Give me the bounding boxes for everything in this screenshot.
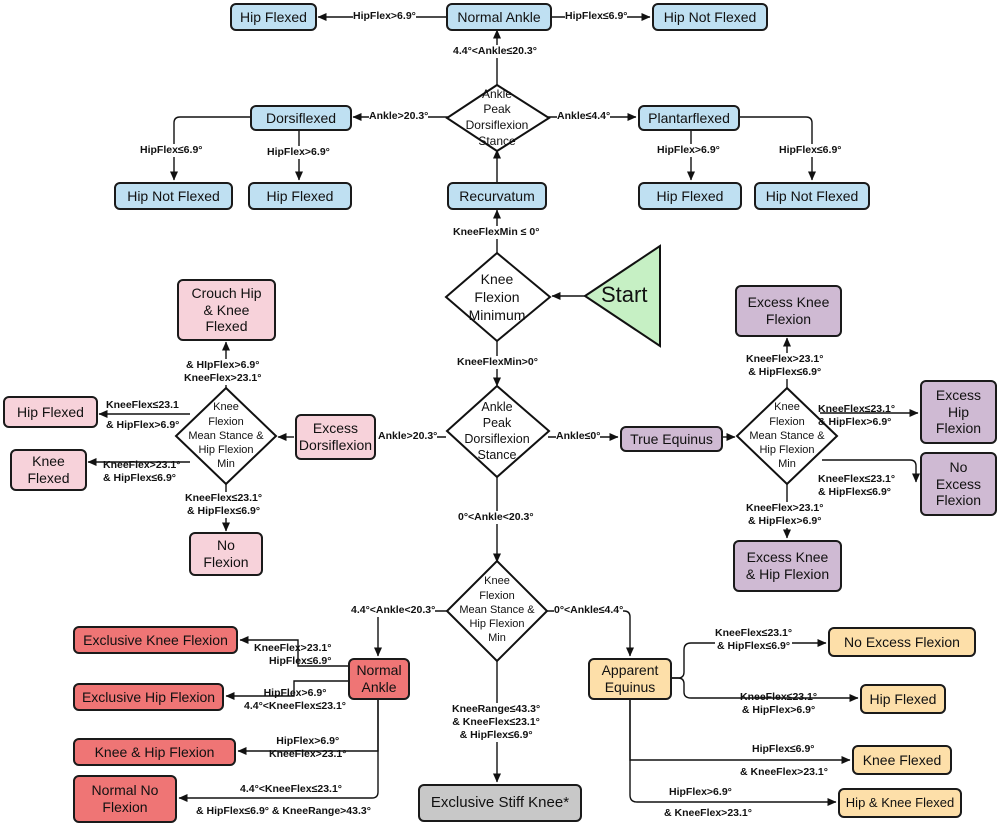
edge-ankle-le-0: Ankle≤0° (556, 430, 601, 444)
hip-flexed-peach-box: Hip Flexed (860, 684, 946, 714)
edge-excl-knee-cond: KneeFlex>23.1° HipFlex≤6.9° (254, 642, 332, 668)
edge-kneeflexmin-le-0: KneeFlexMin ≤ 0° (453, 226, 540, 240)
excess-knee-hip-flexion-box: Excess Knee & Hip Flexion (733, 540, 842, 592)
edge-hipflex-gt-top: HipFlex>6.9° (353, 10, 416, 24)
edge-hipflex-gt-plantar: HipFlex>6.9° (657, 144, 720, 158)
knee-hip-flexion-red-box: Knee & Hip Flexion (73, 738, 236, 766)
edge-hip-flexed-peach-cond: KneeFlex≤23.1° & HipFlex>6.9° (740, 691, 818, 717)
edge-hip-knee-peach-cond-1: HipFlex>6.9° (669, 786, 732, 800)
normal-ankle-red-box: Normal Ankle (348, 658, 410, 700)
edge-knee-flexed-peach-cond-2: & KneeFlex>23.1° (740, 766, 828, 780)
start-triangle (583, 244, 661, 348)
edge-hipflex-le-plantar: HipFlex≤6.9° (779, 144, 842, 158)
edge-ankle-gt-20-mid: Ankle>20.3° (378, 430, 438, 444)
ankle-mid-label: Ankle Peak Dorsiflexion Stance (464, 399, 530, 463)
edge-stiff-knee-cond: KneeRange≤43.3° & KneeFlex≤23.1° & HipFl… (452, 703, 541, 743)
edge-knee-flexed-peach-cond-1: HipFlex≤6.9° (752, 743, 815, 757)
hip-not-flexed-top-right-box: Hip Not Flexed (652, 3, 768, 31)
excess-knee-flexion-box: Excess Knee Flexion (735, 285, 842, 337)
hip-flexed-row2-right-box: Hip Flexed (638, 182, 742, 210)
hip-flexed-top-left-box: Hip Flexed (230, 3, 317, 31)
kfh-left-diamond (174, 386, 278, 486)
edge-hip-flexed-pink-cond: KneeFlex≤23.1 & HipFlex>6.9° (106, 399, 180, 431)
true-equinus-box: True Equinus (620, 426, 723, 452)
edge-ankle-44-20-bottom: 4.4°<Ankle<20.3° (351, 604, 436, 618)
edge-ankle-0-44: 0°<Ankle≤4.4° (554, 604, 624, 618)
excess-hip-flexion-box: Excess Hip Flexion (920, 380, 997, 444)
edge-hipflex-le-top: HipFlex≤6.9° (565, 10, 628, 24)
edge-excess-hip-cond: KneeFlex≤23.1° & HipFlex>6.9° (818, 403, 896, 429)
hip-flexed-pink-box: Hip Flexed (3, 396, 98, 428)
kfh-right-label: Knee Flexion Mean Stance & Hip Flexion M… (749, 401, 825, 471)
edge-normal-no-flex-cond-1: 4.4°<KneeFlex≤23.1° (240, 783, 343, 797)
ankle-peak-dorsiflexion-mid-diamond (445, 384, 551, 479)
kfh-bottom-diamond (445, 559, 549, 663)
exclusive-hip-flexion-box: Exclusive Hip Flexion (73, 683, 224, 711)
edge-ankle-normal-range: 4.4°<Ankle≤20.3° (453, 45, 537, 59)
normal-no-flexion-box: Normal No Flexion (73, 775, 177, 823)
recurvatum-box: Recurvatum (447, 182, 547, 210)
hip-not-flexed-row2-right-box: Hip Not Flexed (754, 182, 870, 210)
exclusive-knee-flexion-box: Exclusive Knee Flexion (73, 626, 238, 654)
edge-excl-hip-cond: HipFlex>6.9° 4.4°<KneeFlex≤23.1° (244, 687, 347, 713)
no-flexion-pink-box: No Flexion (189, 532, 263, 576)
hip-flexed-row2-left-box: Hip Flexed (248, 182, 352, 210)
edge-ankle-0-20: 0°<Ankle<20.3° (458, 511, 534, 525)
edge-no-excess-purple-cond: KneeFlex≤23.1° & HipFlex≤6.9° (818, 473, 896, 500)
dorsiflexed-box: Dorsiflexed (250, 105, 352, 131)
edge-excess-knee-cond: KneeFlex>23.1° & HipFlex≤6.9° (746, 353, 824, 380)
exclusive-stiff-knee-box: Exclusive Stiff Knee* (418, 784, 582, 822)
edge-knee-flexed-pink-cond: KneeFlex>23.1° & HipFlex≤6.9° (103, 459, 181, 485)
edge-hipflex-le-dorsi: HipFlex≤6.9° (140, 144, 203, 158)
edge-hip-knee-peach-cond-2: & KneeFlex>23.1° (664, 807, 752, 819)
kfh-bottom-label: Knee Flexion Mean Stance & Hip Flexion M… (459, 575, 535, 645)
edge-ankle-le-44: Ankle≤4.4° (557, 110, 611, 124)
no-excess-flexion-purple-box: No Excess Flexion (920, 452, 997, 516)
edge-kneeflexmin-gt-0: KneeFlexMin>0° (457, 356, 538, 370)
edge-hipflex-gt-dorsi: HipFlex>6.9° (267, 146, 330, 160)
knee-flexed-peach-box: Knee Flexed (852, 745, 952, 775)
hip-knee-flexed-peach-box: Hip & Knee Flexed (838, 788, 962, 818)
excess-dorsiflexion-box: Excess Dorsiflexion (295, 414, 376, 460)
knee-flexed-pink-box: Knee Flexed (10, 449, 87, 491)
hip-not-flexed-row2-left-box: Hip Not Flexed (114, 182, 233, 210)
knee-flexion-min-label: Knee Flexion Minimum (468, 270, 526, 324)
edge-normal-no-flex-cond-2: & HipFlex≤6.9° & KneeRange>43.3° (196, 805, 371, 819)
apparent-equinus-box: Apparent Equinus (588, 658, 672, 700)
edge-knee-hip-red-cond: HipFlex>6.9° KneeFlex>23.1° (269, 735, 347, 761)
edge-crouch-cond: & HIpFlex>6.9° KneeFlex>23.1° (184, 359, 262, 386)
ankle-peak-dorsiflexion-top-diamond (445, 83, 551, 153)
kfh-left-label: Knee Flexion Mean Stance & Hip Flexion M… (188, 401, 264, 471)
normal-ankle-top-box: Normal Ankle (446, 3, 552, 31)
edge-no-excess-peach-cond: KneeFlex≤23.1° & HipFlex≤6.9° (715, 627, 793, 654)
edge-no-flexion-pink-cond: KneeFlex≤23.1° & HipFlex≤6.9° (185, 492, 263, 519)
no-excess-flexion-peach-box: No Excess Flexion (828, 627, 976, 657)
kfh-right-diamond (735, 386, 839, 486)
start-label: Start (601, 282, 648, 307)
edge-excess-knee-hip-cond: KneeFlex>23.1° & HipFlex>6.9° (746, 502, 824, 529)
plantarflexed-box: Plantarflexed (638, 105, 740, 131)
edge-ankle-gt-20: Ankle>20.3° (369, 110, 429, 124)
ankle-top-label: Ankle Peak Dorsiflexion Stance (465, 86, 529, 148)
crouch-hip-knee-flexed-box: Crouch Hip & Knee Flexed (177, 279, 276, 341)
knee-flexion-minimum-diamond (444, 251, 552, 343)
